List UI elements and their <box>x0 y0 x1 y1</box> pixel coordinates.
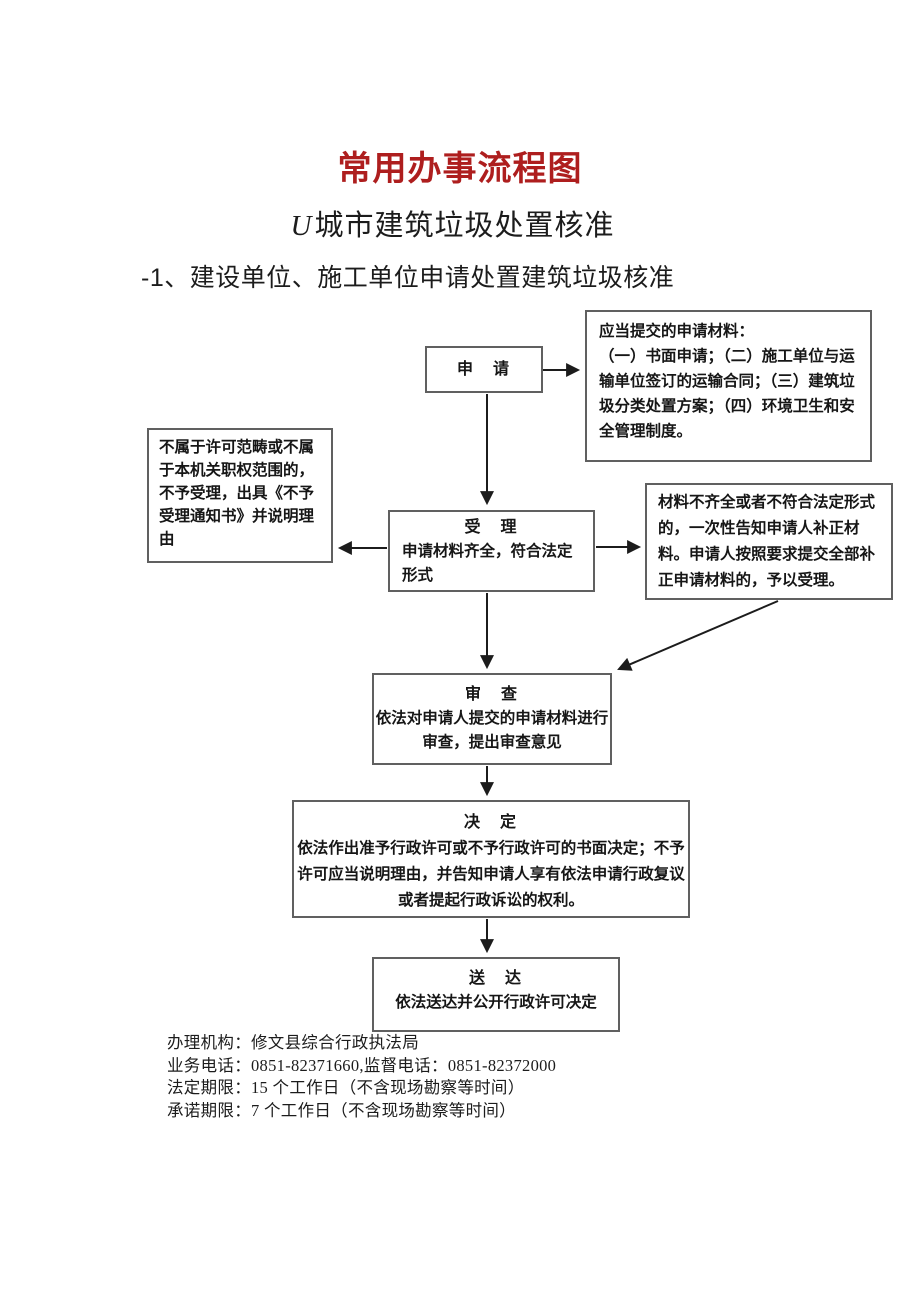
flow-box-reject-notice: 不属于许可范畴或不属于本机关职权范围的，不予受理，出具《不予受理通知书》并说明理… <box>147 428 333 563</box>
flow-box-review: 审 查 依法对申请人提交的申请材料进行审查，提出审查意见 <box>372 673 612 765</box>
page-title: 常用办事流程图 <box>337 150 583 188</box>
flow-box-apply: 申 请 <box>425 346 543 393</box>
footer-info: 办理机构：修文县综合行政执法局 业务电话：0851-82371660,监督电话：… <box>167 1032 556 1122</box>
decision-text: 依法作出准予行政许可或不予行政许可的书面决定；不予许可应当说明理由，并告知申请人… <box>297 840 685 909</box>
flow-box-accept-title: 受 理 <box>464 519 519 536</box>
flow-box-decision-title: 决 定 <box>463 814 518 831</box>
materials-heading: 应当提交的申请材料： <box>599 323 755 340</box>
materials-body: （一）书面申请；（二）施工单位与运输单位签订的运输合同；（三）建筑垃圾分类处置方… <box>599 348 855 440</box>
accept-text: 申请材料齐全，符合法定形式 <box>402 543 573 584</box>
flow-box-accept: 受 理 申请材料齐全，符合法定形式 <box>388 510 595 592</box>
flow-box-delivery-title: 送 达 <box>468 970 523 987</box>
subtitle-text: 城市建筑垃圾处置核准 <box>314 210 615 242</box>
footer-line-agency: 办理机构：修文县综合行政执法局 <box>167 1033 419 1052</box>
footer-line-promised-limit: 承诺期限：7 个工作日（不含现场勘察等时间） <box>167 1100 516 1120</box>
section-heading: -1、建设单位、施工单位申请处置建筑垃圾核准 <box>141 264 675 292</box>
arrow-supplement-to-review <box>617 600 779 671</box>
flow-box-decision: 决 定 依法作出准予行政许可或不予行政许可的书面决定；不予许可应当说明理由，并告… <box>292 800 690 918</box>
flow-box-apply-title: 申 请 <box>456 360 511 378</box>
flow-box-required-materials: 应当提交的申请材料： （一）书面申请；（二）施工单位与运输单位签订的运输合同；（… <box>585 310 872 462</box>
reject-text: 不属于许可范畴或不属于本机关职权范围的，不予受理，出具《不予受理通知书》并说明理… <box>159 439 315 548</box>
flow-box-delivery: 送 达 依法送达并公开行政许可决定 <box>372 957 620 1032</box>
supplement-text: 材料不齐全或者不符合法定形式的，一次性告知申请人补正材料。申请人按照要求提交全部… <box>658 494 876 589</box>
delivery-text: 依法送达并公开行政许可决定 <box>395 994 597 1011</box>
flow-box-supplement-materials: 材料不齐全或者不符合法定形式的，一次性告知申请人补正材料。申请人按照要求提交全部… <box>645 483 893 600</box>
footer-line-statutory-limit: 法定期限：15 个工作日（不含现场勘察等时间） <box>167 1078 525 1098</box>
review-text: 依法对申请人提交的申请材料进行审查，提出审查意见 <box>375 710 609 751</box>
footer-line-phone: 业务电话：0851-82371660,监督电话：0851-82372000 <box>167 1055 557 1075</box>
page-subtitle: U城市建筑垃圾处置核准 <box>0 202 905 244</box>
subtitle-prefix: U <box>290 210 313 242</box>
flow-box-review-title: 审 查 <box>464 686 519 703</box>
